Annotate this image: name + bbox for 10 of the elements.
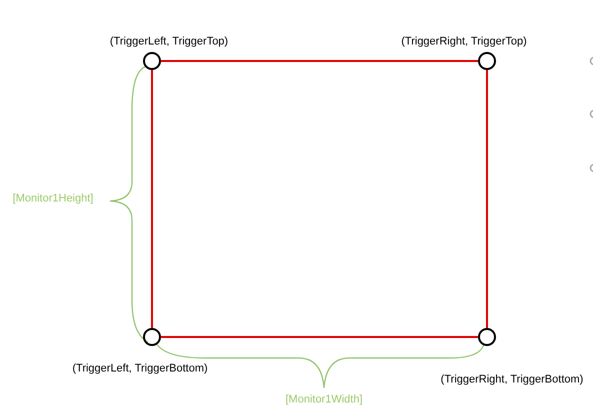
coordinate-label: (TriggerLeft, TriggerBottom) xyxy=(72,362,208,376)
coordinate-label: (TriggerRight, TriggerTop) xyxy=(401,36,527,48)
dimension-label: [Monitor1Width] xyxy=(285,394,363,405)
rectangle-side xyxy=(161,60,478,62)
rectangle-side xyxy=(151,70,153,328)
dimension-label: [Monitor1Height] xyxy=(12,192,94,206)
coordinate-label: (TriggerLeft, TriggerTop) xyxy=(110,36,228,48)
rectangle-side xyxy=(486,70,488,328)
coordinate-label: (TriggerRight, TriggerBottom) xyxy=(440,374,584,386)
rectangle-side xyxy=(161,336,478,338)
